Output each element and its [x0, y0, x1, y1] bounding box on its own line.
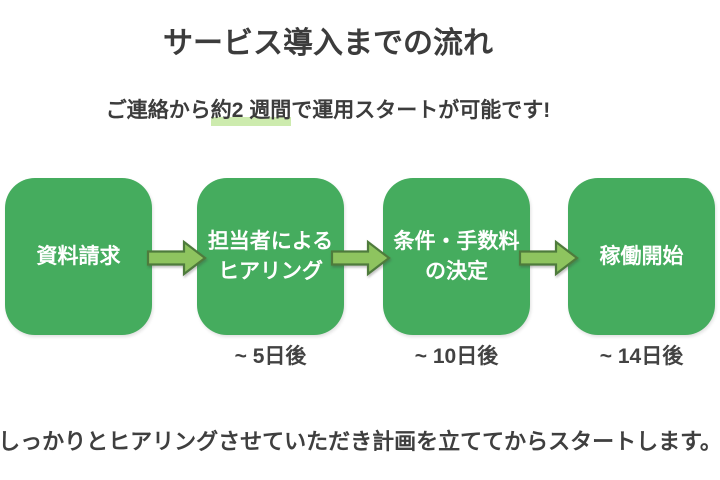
- footer-note: しっかりとヒアリングさせていただき計画を立ててからスタートします。: [0, 429, 720, 454]
- subtitle-post: で運用スタートが可能です!: [291, 99, 551, 122]
- subtitle-pre: ご連絡から: [105, 99, 211, 122]
- flow-step-box-1: 資料請求: [5, 178, 152, 335]
- flow-step-box-2: 担当者による ヒアリング: [197, 178, 344, 335]
- flow-step-label: 条件・手数料 の決定: [393, 229, 520, 283]
- subtitle-highlight: 約2 週間: [210, 99, 292, 126]
- arrow-right-icon: [146, 239, 207, 277]
- arrow-right-icon: [330, 239, 391, 277]
- arrow-right-icon: [518, 239, 579, 277]
- flow-step-box-3: 条件・手数料 の決定: [383, 178, 530, 335]
- flow-step-label: 稼働開始: [599, 244, 684, 268]
- page-title: サービス導入までの流れ: [163, 27, 493, 60]
- timing-label-step-4: ~ 14日後: [599, 345, 684, 368]
- timing-label-step-3: ~ 10日後: [414, 345, 499, 368]
- flow-step-box-4: 稼働開始: [568, 178, 715, 335]
- flow-step-label: 担当者による ヒアリング: [207, 229, 334, 283]
- timing-label-step-2: ~ 5日後: [234, 345, 307, 368]
- subtitle: ご連絡から約2 週間で運用スタートが可能です!: [0, 96, 656, 126]
- flow-step-label: 資料請求: [36, 244, 121, 268]
